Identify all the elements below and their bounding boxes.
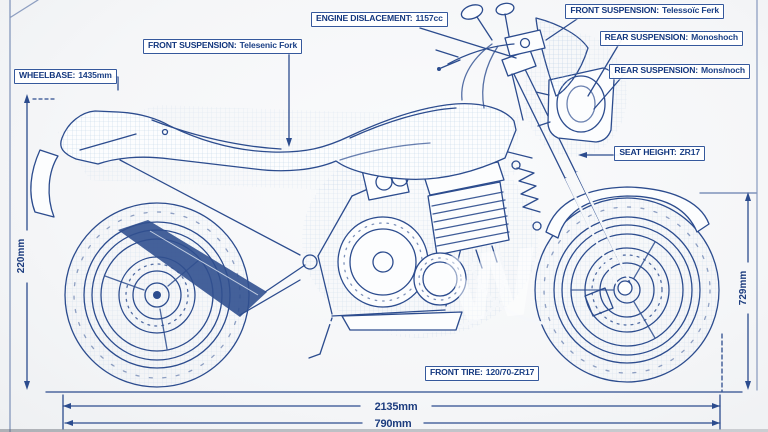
label-front-suspension-right-key: FRONT SUSPENSION: bbox=[570, 5, 660, 15]
dimension-secondary-length: 790mm bbox=[64, 418, 721, 430]
label-seat-height-value: ZR17 bbox=[679, 147, 701, 157]
label-seat-height: SEAT HEIGHT:ZR17 bbox=[614, 146, 705, 161]
bottom-edge-bar bbox=[0, 429, 768, 432]
label-rear-suspension-2: REAR SUSPENSION:Mons/noch bbox=[609, 64, 750, 79]
dimension-left-height: 220mm bbox=[16, 94, 57, 390]
dimension-secondary-length-text: 790mm bbox=[375, 418, 412, 430]
label-front-suspension-left-value: Telesenic Fork bbox=[239, 40, 298, 50]
label-rear-suspension-2-value: Mons/noch bbox=[700, 65, 745, 75]
label-wheelbase-key: WHEELBASE: bbox=[19, 70, 76, 80]
label-front-tire-key: FRONT TIRE: bbox=[430, 367, 483, 377]
engine bbox=[337, 161, 510, 331]
label-rear-suspension-1-key: REAR SUSPENSION: bbox=[604, 32, 689, 42]
dimension-left-height-text: 220mm bbox=[16, 239, 27, 274]
label-front-suspension-left-key: FRONT SUSPENSION: bbox=[148, 40, 237, 50]
page-border-lines bbox=[9, 0, 758, 432]
mirror-left bbox=[460, 4, 484, 20]
bodywork bbox=[60, 103, 517, 180]
label-front-suspension-right: FRONT SUSPENSION:Telessoïc Ferk bbox=[565, 4, 724, 19]
dimension-total-length: 2135mm bbox=[62, 394, 721, 430]
label-front-suspension-left: FRONT SUSPENSION:Telesenic Fork bbox=[143, 39, 303, 54]
front-fender bbox=[545, 186, 710, 239]
swingarm bbox=[118, 220, 306, 317]
handlebar bbox=[447, 43, 515, 65]
shock-spring bbox=[511, 160, 542, 231]
label-front-tire: FRONT TIRE:120/70-ZR17 bbox=[425, 366, 540, 381]
dimension-right-height-text: 729mm bbox=[738, 271, 749, 306]
label-front-tire-value: 120/70-ZR17 bbox=[485, 367, 535, 377]
label-engine-displacement-value: 1157cc bbox=[415, 13, 443, 23]
mirror-right bbox=[495, 2, 515, 16]
label-rear-suspension-2-key: REAR SUSPENSION: bbox=[614, 65, 698, 75]
label-seat-height-key: SEAT HEIGHT: bbox=[619, 147, 677, 157]
instrument-panel bbox=[504, 29, 546, 57]
label-rear-suspension-1: REAR SUSPENSION:Monoshoch bbox=[599, 31, 743, 46]
label-rear-suspension-1-value: Monoshoch bbox=[691, 32, 738, 42]
label-engine-displacement-key: ENGINE DISLACEMENT: bbox=[316, 13, 413, 23]
front-fork bbox=[501, 49, 633, 296]
dimension-right-height: 729mm bbox=[699, 192, 757, 392]
label-wheelbase: WHEELBASE:1435mm bbox=[14, 69, 117, 84]
rear-fender bbox=[30, 149, 59, 218]
label-engine-displacement: ENGINE DISLACEMENT:1157cc bbox=[311, 12, 448, 27]
dimension-total-length-text: 2135mm bbox=[375, 401, 418, 413]
label-front-suspension-right-value: Telessoïc Ferk bbox=[662, 5, 719, 15]
label-wheelbase-value: 1435mm bbox=[78, 70, 112, 80]
